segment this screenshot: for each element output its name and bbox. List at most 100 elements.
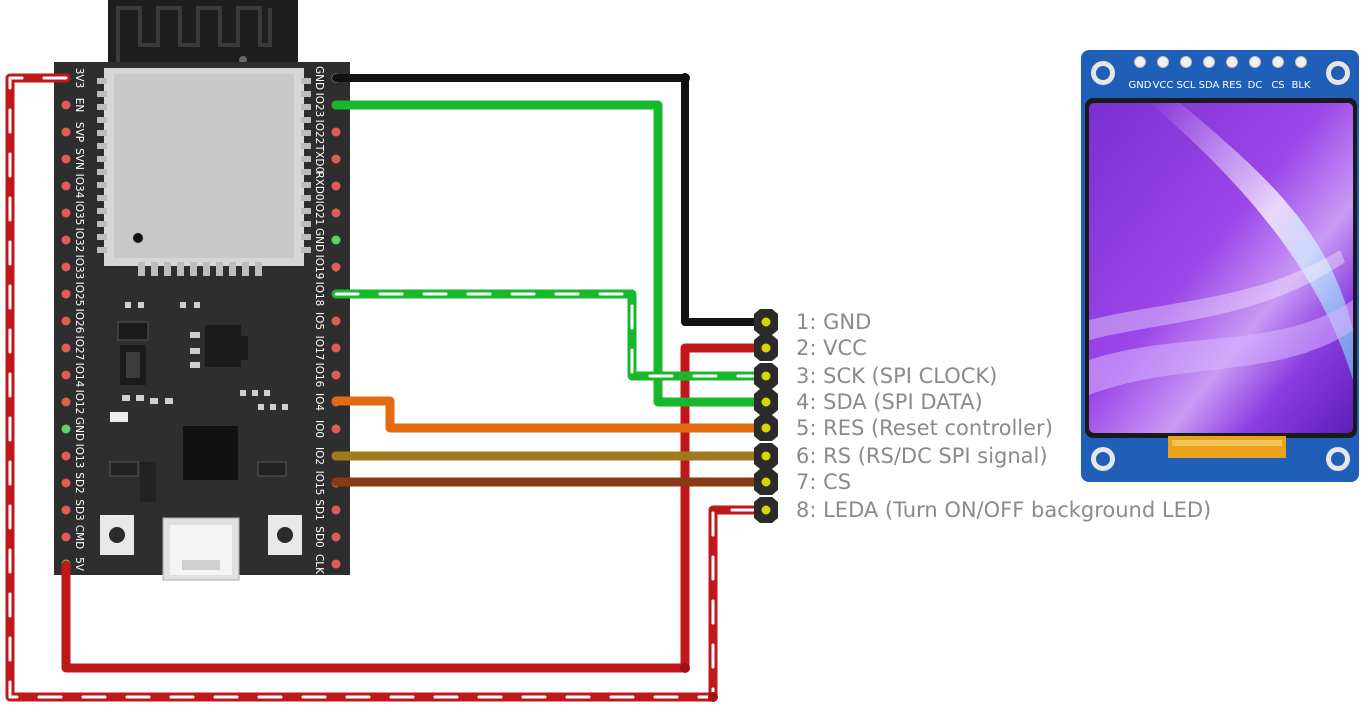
micro-usb-port[interactable] [162, 517, 240, 581]
header-pin-label: 1: GND [796, 310, 871, 334]
esp32-pin-label: GND [313, 228, 325, 252]
esp32-pin-io25 [61, 289, 71, 299]
smd-components [110, 302, 288, 422]
display-pin-pad [1180, 56, 1192, 68]
esp32-pin-label: IO5 [313, 312, 325, 330]
esp32-pin-rxd0 [331, 181, 341, 191]
esp32-pin-sd1 [331, 505, 341, 515]
wire-io18-sck [331, 289, 771, 381]
esp32-pin-label: IO25 [73, 282, 85, 307]
esp32-pin-label: CMD [73, 525, 85, 549]
boot-button[interactable] [268, 515, 302, 555]
esp32-pin-label: SVN [73, 148, 85, 170]
esp32-pin-io16 [331, 370, 341, 380]
esp32-pin-io34 [61, 181, 71, 191]
esp32-pin-gnd [61, 424, 71, 434]
esp32-pin-io32 [61, 235, 71, 245]
esp32-pin-io26 [61, 316, 71, 326]
header-pin-label: 6: RS (RS/DC SPI signal) [796, 444, 1048, 468]
esp32-pin-gnd [331, 235, 341, 245]
esp32-pin-label: SD1 [313, 499, 325, 520]
header-pin-label: 2: VCC [796, 336, 867, 360]
esp32-pin-label: IO35 [73, 201, 85, 226]
header-pin-label: 5: RES (Reset controller) [796, 416, 1053, 440]
esp32-pin-cmd [61, 532, 71, 542]
esp32-pin-io22 [331, 127, 341, 137]
header-pin [754, 335, 778, 361]
display-pin-label: DC [1248, 80, 1263, 91]
esp32-pin-label: SVP [73, 122, 85, 142]
esp32-pin-label: IO0 [313, 420, 325, 438]
esp32-pin-io0 [331, 424, 341, 434]
header-pin-label: 7: CS [796, 470, 851, 494]
wire-io4-res [331, 396, 771, 433]
display-pin-pad [1226, 56, 1238, 68]
display-pin-label: SDA [1199, 80, 1220, 91]
esp32-pin-label: GND [73, 417, 85, 441]
esp32-pin-io35 [61, 208, 71, 218]
wire-io23-sda [331, 100, 771, 407]
display-pin-pad [1295, 56, 1307, 68]
esp32-pin-label: IO26 [73, 309, 85, 334]
header-pin-label: 3: SCK (SPI CLOCK) [796, 364, 997, 388]
esp32-pin-label: IO13 [73, 444, 85, 469]
display-pin-label: GND [1129, 80, 1152, 91]
wires [5, 73, 771, 702]
esp32-pin-label: GND [313, 66, 325, 90]
esp32-pin-sd0 [331, 532, 341, 542]
header-pin [754, 389, 778, 415]
esp32-pin-io27 [61, 343, 71, 353]
module-pads [97, 78, 311, 276]
header-pin [754, 497, 778, 523]
fpc-ribbon [1168, 436, 1286, 458]
esp32-pin-io17 [331, 343, 341, 353]
esp32-pin-label: RXD0 [313, 171, 325, 200]
header-pin [754, 443, 778, 469]
esp32-pin-label: SD3 [73, 499, 85, 520]
esp32-pin-io13 [61, 451, 71, 461]
esp32-left-pins: 3V3ENSVPSVNIO34IO35IO32IO33IO25IO26IO27I… [61, 68, 85, 572]
usb-uart-chip [183, 426, 238, 480]
header-pin [754, 415, 778, 441]
display-pin-label: VCC [1153, 80, 1174, 91]
header-pin-label: 4: SDA (SPI DATA) [796, 390, 983, 414]
esp32-pin-label: IO19 [313, 255, 325, 280]
esp32-pin-label: IO21 [313, 201, 325, 226]
esp32-pin-label: IO16 [313, 363, 325, 388]
display-pin-label: CS [1271, 80, 1284, 91]
display-pin-pad [1157, 56, 1169, 68]
esp32-pin-en [61, 100, 71, 110]
esp32-pin-label: TXD0 [313, 144, 325, 173]
esp32-pin-sd2 [61, 478, 71, 488]
esp32-pin-io14 [61, 370, 71, 380]
en-button[interactable] [100, 515, 134, 555]
esp32-pin-label: IO32 [73, 228, 85, 253]
esp32-pin-label: 5V [73, 557, 85, 572]
wire-3v3-leda [5, 73, 771, 702]
display-pin-pad [1249, 56, 1261, 68]
esp32-pin-label: IO23 [313, 93, 325, 118]
wire-gnd-gnd [332, 74, 770, 326]
antenna-trace-icon [116, 6, 272, 62]
esp32-pin-io12 [61, 397, 71, 407]
display-pin-pad [1134, 56, 1146, 68]
esp32-pin-clk [331, 559, 341, 569]
esp32-pin-io5 [331, 316, 341, 326]
esp32-pin-label: EN [73, 98, 85, 113]
esp32-pin-sd3 [61, 505, 71, 515]
header-pin [754, 363, 778, 389]
esp32-pin-svn [61, 154, 71, 164]
esp32-pin-io21 [331, 208, 341, 218]
esp32-pin-label: IO27 [73, 336, 85, 361]
module-dot-icon [133, 233, 143, 243]
display-pin-label: RES [1222, 80, 1242, 91]
header-pin [754, 469, 778, 495]
display-pin-label: BLK [1292, 80, 1311, 91]
esp32-pin-label: IO2 [313, 447, 325, 465]
esp32-pin-txd0 [331, 154, 341, 164]
display-pin-pad [1203, 56, 1215, 68]
display-pin-label: SCL [1177, 80, 1196, 91]
